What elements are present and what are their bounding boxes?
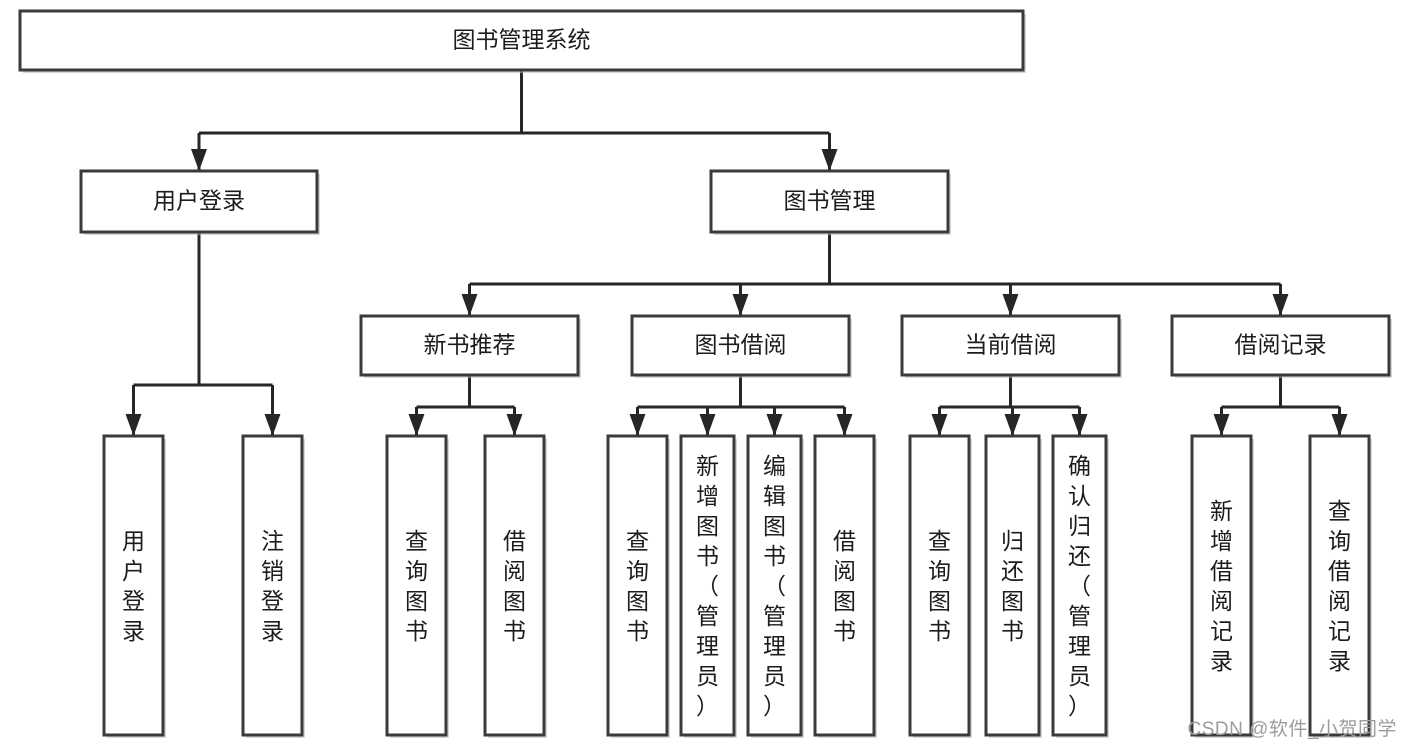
node-label: 查询图书 [626, 528, 649, 644]
node-box [102, 434, 165, 737]
node-leaf-user-login[interactable]: 用户登录 [102, 434, 166, 738]
node-label: 编辑图书（管理员） [763, 453, 786, 719]
edge-layer [125, 70, 1348, 436]
node-box [1051, 434, 1108, 737]
node-box [79, 169, 319, 234]
node-borrow-record[interactable]: 借阅记录 [1170, 314, 1392, 378]
node-label: 图书借阅 [695, 332, 787, 358]
node-label: 查询借阅记录 [1328, 498, 1351, 674]
node-box [630, 314, 851, 377]
node-label: 新增借阅记录 [1210, 498, 1233, 674]
node-box [1190, 434, 1253, 737]
node-label: 注销登录 [261, 528, 284, 644]
node-label: 查询图书 [928, 528, 951, 644]
node-leaf-confirm-return[interactable]: 确认归还（管理员） [1051, 434, 1109, 738]
node-label: 新增图书（管理员） [696, 453, 719, 719]
node-leaf-borrow-book-br[interactable]: 借阅图书 [813, 434, 877, 738]
node-label: 用户登录 [122, 528, 145, 644]
node-label: 借阅图书 [503, 528, 526, 644]
node-box [746, 434, 803, 737]
node-box [1308, 434, 1371, 737]
node-leaf-query-book-cb[interactable]: 查询图书 [908, 434, 972, 738]
node-root[interactable]: 图书管理系统 [18, 9, 1026, 73]
node-new-book-rec[interactable]: 新书推荐 [359, 314, 581, 378]
node-book-manage[interactable]: 图书管理 [709, 169, 951, 235]
node-user-login[interactable]: 用户登录 [79, 169, 320, 235]
node-book-borrow[interactable]: 图书借阅 [630, 314, 852, 378]
node-label: 新书推荐 [424, 332, 516, 358]
node-leaf-edit-book[interactable]: 编辑图书（管理员） [746, 434, 804, 738]
node-leaf-query-book-br[interactable]: 查询图书 [606, 434, 670, 738]
node-box [908, 434, 971, 737]
node-label: 确认归还（管理员） [1068, 453, 1091, 719]
node-box [900, 314, 1121, 377]
node-box [679, 434, 736, 737]
watermark-label: CSDN @软件_小贺同学 [1187, 719, 1397, 740]
node-leaf-borrow-book-rec[interactable]: 借阅图书 [483, 434, 547, 738]
node-box [984, 434, 1041, 737]
node-leaf-add-book[interactable]: 新增图书（管理员） [679, 434, 737, 738]
node-label: 借阅图书 [833, 528, 856, 644]
node-leaf-logout[interactable]: 注销登录 [241, 434, 305, 738]
node-box [385, 434, 448, 737]
node-leaf-return-book[interactable]: 归还图书 [984, 434, 1042, 738]
node-box [241, 434, 304, 737]
node-leaf-query-record[interactable]: 查询借阅记录 [1308, 434, 1372, 738]
node-box [359, 314, 580, 377]
node-box [813, 434, 876, 737]
node-box [606, 434, 669, 737]
node-box [18, 9, 1025, 72]
node-leaf-add-record[interactable]: 新增借阅记录 [1190, 434, 1254, 738]
node-label: 图书管理 [784, 188, 876, 214]
node-label: 借阅记录 [1235, 332, 1327, 358]
node-label: 查询图书 [405, 528, 428, 644]
node-label: 用户登录 [153, 188, 245, 214]
node-label: 图书管理系统 [453, 27, 591, 53]
node-label: 归还图书 [1001, 528, 1024, 644]
node-leaf-query-book-rec[interactable]: 查询图书 [385, 434, 449, 738]
node-label: 当前借阅 [965, 332, 1057, 358]
node-current-borrow[interactable]: 当前借阅 [900, 314, 1122, 378]
node-box [483, 434, 546, 737]
node-layer: 图书管理系统用户登录图书管理新书推荐图书借阅当前借阅借阅记录用户登录注销登录查询… [18, 9, 1392, 738]
node-box [709, 169, 950, 234]
node-box [1170, 314, 1391, 377]
